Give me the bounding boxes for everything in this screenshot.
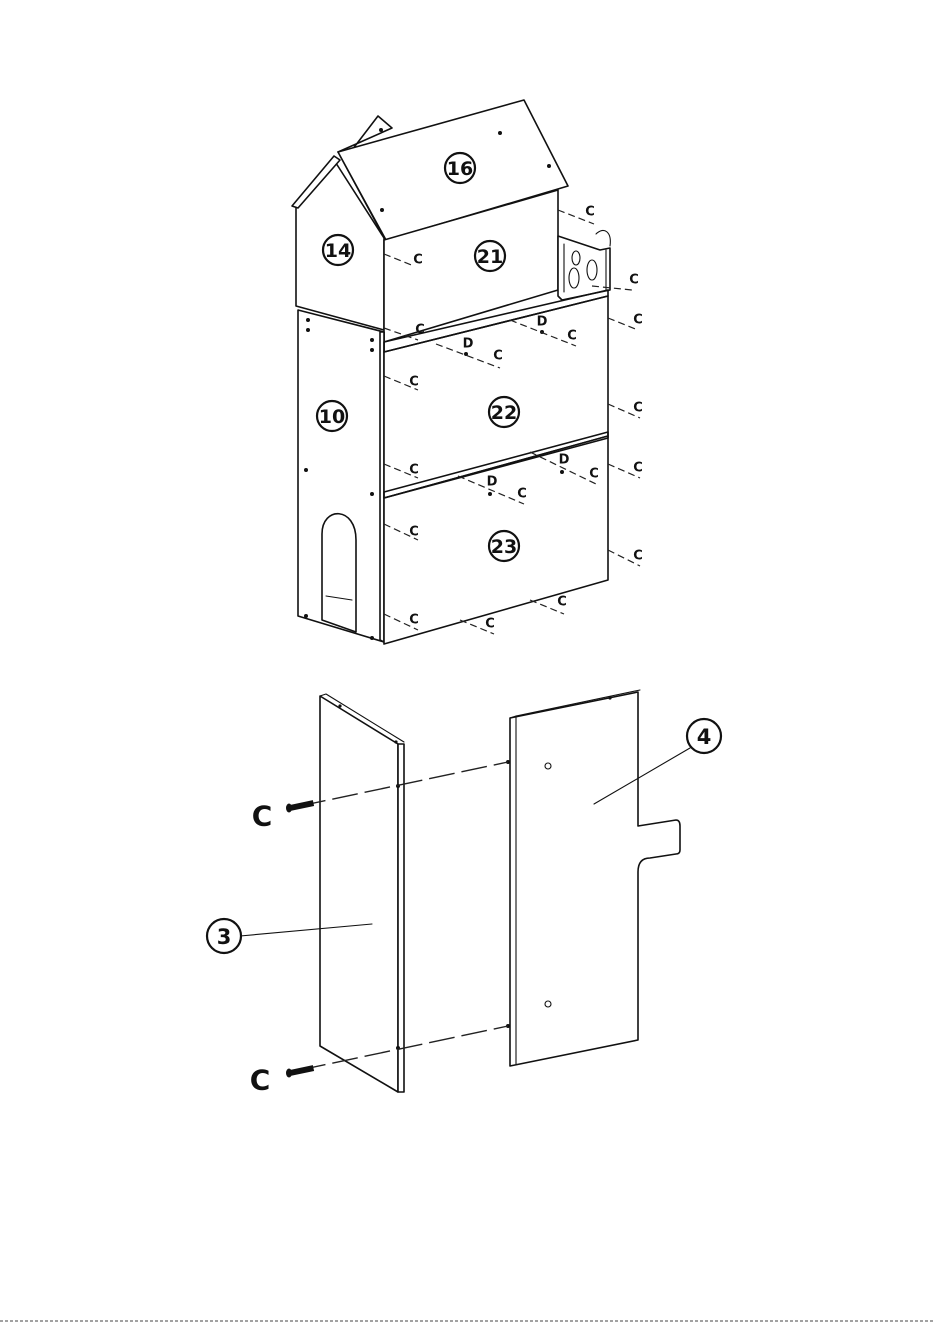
- part-callout-3: 3: [207, 919, 241, 953]
- screw-bottom: [286, 1065, 314, 1077]
- screw-label: C: [485, 617, 495, 632]
- screw-label: C: [409, 375, 419, 390]
- dowel-label: D: [487, 475, 498, 490]
- screw-label: C: [629, 273, 639, 288]
- svg-text:10: 10: [319, 406, 345, 428]
- part-callout-23: 23: [489, 531, 519, 561]
- part-callout-16: 16: [445, 153, 475, 183]
- screw-label-large: C: [252, 800, 273, 833]
- screw-label: C: [409, 525, 419, 540]
- screw-label: C: [633, 461, 643, 476]
- screw-label: C: [633, 401, 643, 416]
- screw-label: C: [517, 487, 527, 502]
- screw-label: C: [493, 349, 503, 364]
- screw-label: C: [633, 549, 643, 564]
- screw-label: C: [409, 463, 419, 478]
- dollhouse-assembly: C C C C C D C D C C C C D C C D C C C C …: [292, 100, 643, 644]
- screw-label: C: [415, 323, 425, 338]
- balcony-rail: [558, 230, 610, 300]
- panel-3: [320, 696, 398, 1092]
- part-callout-10: 10: [317, 401, 347, 431]
- doorway-arch: [322, 514, 356, 632]
- svg-text:4: 4: [697, 725, 712, 749]
- svg-text:23: 23: [491, 536, 517, 558]
- panel-3-edge: [398, 744, 404, 1092]
- svg-text:21: 21: [477, 246, 503, 268]
- dowel-label: D: [559, 453, 570, 468]
- svg-text:3: 3: [217, 925, 232, 949]
- svg-text:22: 22: [491, 402, 517, 424]
- panel-joining-step: C C 4 3: [207, 690, 721, 1097]
- part-callout-22: 22: [489, 397, 519, 427]
- screw-label: C: [585, 205, 595, 220]
- screw-label-large: C: [250, 1064, 271, 1097]
- dowel-label: D: [537, 315, 548, 330]
- part-callout-21: 21: [475, 241, 505, 271]
- svg-text:16: 16: [447, 158, 473, 180]
- svg-text:14: 14: [325, 240, 351, 262]
- screw-label: C: [589, 467, 599, 482]
- screw-top: [286, 800, 314, 812]
- screw-label: C: [567, 329, 577, 344]
- screw-label: C: [557, 595, 567, 610]
- part-callout-4: 4: [687, 719, 721, 753]
- screw-label: C: [409, 613, 419, 628]
- panel-4: [510, 692, 680, 1066]
- screw-label: C: [413, 253, 423, 268]
- part-callout-14: 14: [323, 235, 353, 265]
- dowel-label: D: [463, 337, 474, 352]
- screw-label: C: [633, 313, 643, 328]
